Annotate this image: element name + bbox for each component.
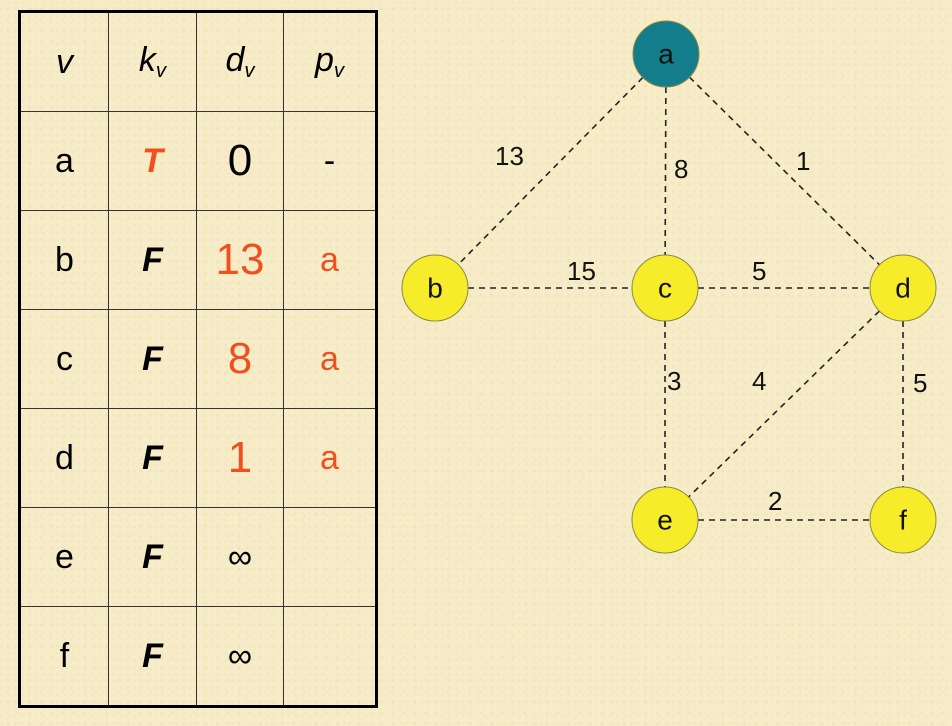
edge-d-e xyxy=(664,287,904,521)
node-c: c xyxy=(631,254,699,322)
cell-predecessor: a xyxy=(283,408,377,508)
node-circle xyxy=(869,486,937,554)
edge-weight-a-d: 1 xyxy=(796,146,810,176)
header-known: kv xyxy=(108,11,197,112)
edge-a-d xyxy=(665,53,904,289)
node-label: c xyxy=(658,273,672,304)
cell-vertex: b xyxy=(19,210,109,310)
header-distance: dv xyxy=(196,11,284,112)
edge-weight-d-f: 5 xyxy=(913,368,927,398)
table-row: b F 13 a xyxy=(19,210,377,310)
edge-weight-e-f: 2 xyxy=(768,486,782,516)
node-label: e xyxy=(657,505,673,536)
node-label: f xyxy=(899,505,907,536)
node-label: d xyxy=(895,273,911,304)
edge-weight-b-c: 15 xyxy=(567,256,596,286)
table-header-row: v kv dv pv xyxy=(19,11,377,112)
node-b: b xyxy=(401,254,469,322)
cell-predecessor xyxy=(283,507,377,607)
node-f: f xyxy=(869,486,937,554)
edge-weight-d-e: 4 xyxy=(752,366,766,396)
cell-vertex: f xyxy=(19,606,109,707)
node-a: a xyxy=(632,20,700,88)
edge-weight-c-e: 3 xyxy=(667,366,681,396)
node-d: d xyxy=(869,254,937,322)
node-circle xyxy=(631,254,699,322)
cell-distance: 1 xyxy=(196,408,284,508)
dijkstra-state-table: v kv dv pv a T 0 - b F 13 a c F 8 a d F … xyxy=(18,10,378,708)
table-row: c F 8 a xyxy=(19,309,377,409)
node-circle xyxy=(401,254,469,322)
cell-distance: 8 xyxy=(196,309,284,409)
table-row: a T 0 - xyxy=(19,111,377,211)
cell-vertex: a xyxy=(19,111,109,211)
cell-distance: ∞ xyxy=(196,507,284,607)
cell-distance: ∞ xyxy=(196,606,284,707)
table-row: e F ∞ xyxy=(19,507,377,607)
cell-known: T xyxy=(108,111,197,211)
cell-vertex: c xyxy=(19,309,109,409)
cell-known: F xyxy=(108,210,197,310)
cell-known: F xyxy=(108,408,197,508)
edge-a-b xyxy=(434,53,667,289)
cell-known: F xyxy=(108,606,197,707)
cell-vertex: e xyxy=(19,507,109,607)
edge-weight-c-d: 5 xyxy=(752,256,766,286)
cell-distance: 13 xyxy=(196,210,284,310)
cell-known: F xyxy=(108,309,197,409)
edge-weight-a-c: 8 xyxy=(674,154,688,184)
node-label: b xyxy=(427,273,443,304)
cell-vertex: d xyxy=(19,408,109,508)
cell-predecessor xyxy=(283,606,377,707)
edge-weight-a-b: 13 xyxy=(495,141,524,171)
table-row: d F 1 a xyxy=(19,408,377,508)
cell-predecessor: a xyxy=(283,210,377,310)
node-e: e xyxy=(631,486,699,554)
node-circle xyxy=(631,486,699,554)
cell-predecessor: - xyxy=(283,111,377,211)
node-circle xyxy=(632,20,700,88)
edge-a-c xyxy=(664,53,667,289)
node-circle xyxy=(869,254,937,322)
cell-known: F xyxy=(108,507,197,607)
cell-predecessor: a xyxy=(283,309,377,409)
header-predecessor: pv xyxy=(283,11,377,112)
table-row: f F ∞ xyxy=(19,606,377,707)
node-label: a xyxy=(658,39,674,70)
